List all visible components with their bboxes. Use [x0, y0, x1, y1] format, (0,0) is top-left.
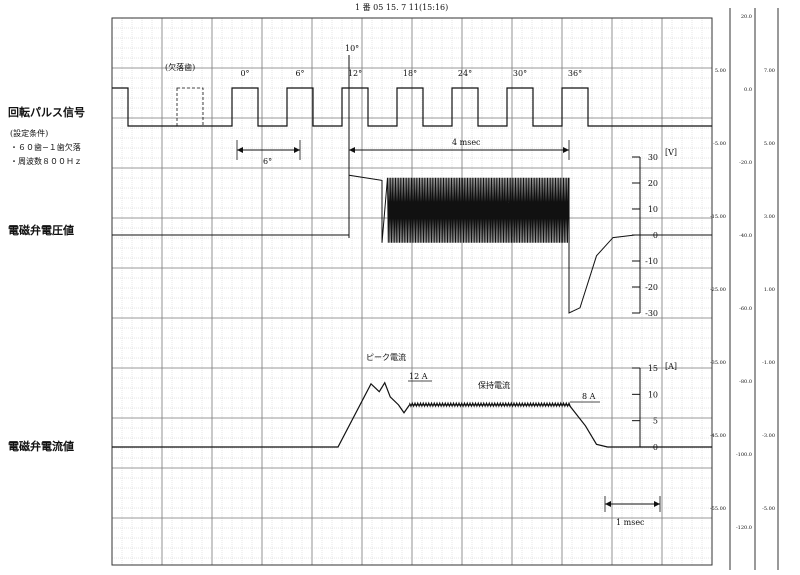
missing-tooth-outline [176, 87, 204, 127]
right-scale-2-tick: -60.0 [739, 306, 752, 312]
pulse-signal-series [112, 87, 712, 127]
right-scale-1-tick: -5.00 [713, 141, 726, 147]
right-scale-2-tick: -100.0 [736, 452, 752, 458]
arrow-head [654, 501, 660, 507]
arrow-head [237, 147, 243, 153]
right-scale-2-tick: -20.0 [739, 160, 752, 166]
voltage-y-tick-label: 0 [653, 231, 658, 240]
current-ripple [409, 401, 571, 408]
angle-mark-label: 36° [568, 69, 582, 78]
angle-mark-label: 30° [513, 69, 527, 78]
angle-mark-label: 18° [403, 69, 417, 78]
right-scale-2-tick: 20.0 [741, 14, 752, 20]
voltage-y-tick-label: -10 [645, 257, 658, 266]
angle-mark-label: 0° [240, 69, 249, 78]
header-text: 1 番 05 15. 7 11(15:16) [355, 3, 449, 12]
right-scale-1-tick: -25.00 [710, 287, 726, 293]
label-valve-current: 電磁弁電流値 [8, 440, 74, 453]
right-scale-2-tick: -40.0 [739, 233, 752, 239]
right-scale-3-tick: -5.00 [762, 506, 775, 512]
six-deg-span-label: 6° [263, 157, 273, 166]
right-scale-3-tick: -1.00 [762, 360, 775, 366]
hold-current-label: 保持電流 [478, 381, 510, 390]
grid-border [111, 17, 713, 566]
right-scale-2-tick: -80.0 [739, 379, 752, 385]
right-scale-1-tick: -45.00 [710, 433, 726, 439]
right-scale-1-tick: 5.00 [715, 68, 726, 74]
voltage-y-tick-label: 10 [648, 205, 658, 214]
condition-1: ・６０歯−１歯欠落 [10, 143, 81, 152]
condition-2: ・周波数８００Ｈｚ [10, 157, 82, 166]
label-valve-voltage: 電磁弁電圧値 [8, 224, 74, 237]
volt-unit-label: [V] [665, 148, 678, 157]
right-scale-3-tick: 5.00 [764, 141, 775, 147]
voltage-y-tick-label: 30 [648, 153, 658, 162]
right-scale-1-tick: -55.00 [710, 506, 726, 512]
current-y-tick-label: 0 [653, 443, 658, 452]
current-y-tick-label: 15 [648, 364, 658, 373]
current-y-tick-label: 5 [653, 417, 658, 426]
arrow-head [563, 147, 569, 153]
angle-mark-label: 6° [295, 69, 304, 78]
conditions-title: (設定条件) [10, 129, 49, 138]
ten-deg-label: 10° [345, 44, 360, 53]
right-scale-3-tick: 7.00 [764, 68, 775, 74]
right-scale-2-tick: 0.0 [744, 87, 752, 93]
peak-current-label: ピーク電流 [366, 353, 406, 362]
angle-mark-label: 12° [348, 69, 362, 78]
voltage-y-tick-label: -20 [645, 283, 658, 292]
missing-tooth-label: (欠落歯) [165, 63, 196, 72]
voltage-y-tick-label: -30 [645, 309, 658, 318]
right-scale-3-tick: -3.00 [762, 433, 775, 439]
amp-unit-label: [A] [665, 362, 678, 371]
current-series [112, 381, 712, 448]
right-scale-1-tick: -15.00 [710, 214, 726, 220]
voltage-y-tick-label: 20 [648, 179, 658, 188]
four-msec-label: 4 msec [452, 138, 481, 147]
right-scale-3-tick: 3.00 [764, 214, 775, 220]
right-scale-2-tick: -120.0 [736, 525, 752, 531]
peak-value-label: 12 A [409, 372, 428, 381]
current-y-tick-label: 10 [648, 390, 658, 399]
arrow-head [294, 147, 300, 153]
label-pulse-signal: 回転パルス信号 [8, 106, 85, 119]
arrow-head [605, 501, 611, 507]
right-scale-1-tick: -35.00 [710, 360, 726, 366]
hold-value-label: 8 A [582, 392, 596, 401]
angle-mark-label: 24° [458, 69, 472, 78]
arrow-head [349, 147, 355, 153]
one-msec-label: 1 msec [616, 518, 645, 527]
right-scale-3-tick: 1.00 [764, 287, 775, 293]
voltage-series [112, 174, 712, 314]
